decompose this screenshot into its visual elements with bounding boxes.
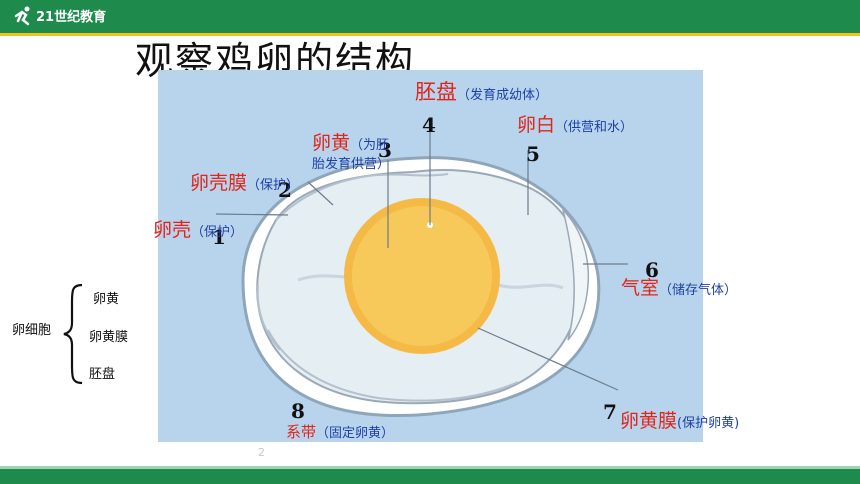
shell-name: 卵壳 xyxy=(153,219,192,241)
yolk-membrane-name: 卵黄膜 xyxy=(620,410,678,432)
brand-name: 21世纪教育 xyxy=(36,10,107,25)
label-albumen: 卵白（供营和水） xyxy=(517,110,633,137)
label-air-cell: 气室（储存气体） xyxy=(621,273,737,300)
shell-membrane-name: 卵壳膜 xyxy=(190,172,248,194)
shell-membrane-desc: （保护） xyxy=(247,178,300,193)
header-accent-line xyxy=(0,33,860,36)
curly-brace-icon xyxy=(63,283,83,385)
label-3-number: 3 xyxy=(378,138,392,162)
shell-desc: （保护） xyxy=(191,225,244,240)
watermark: 世纪教育 xyxy=(700,388,789,413)
egg-cell-item-germinal-disc: 胚盘 xyxy=(89,367,116,382)
header-bar: 21世纪教育 xyxy=(0,0,860,33)
label-5-number: 5 xyxy=(526,142,540,166)
albumen-desc: （供营和水） xyxy=(555,120,634,135)
germinal-disc-desc: （发育成幼体） xyxy=(457,88,549,103)
label-yolk: 卵黄（为胚 xyxy=(312,128,389,155)
label-germinal-disc: 胚盘（发育成幼体） xyxy=(415,76,548,106)
yolk-desc-2: 胎发育供营） xyxy=(312,157,391,172)
egg-cell-item-yolk-membrane: 卵黄膜 xyxy=(89,330,129,345)
air-cell-desc: （储存气体） xyxy=(659,283,738,298)
label-shell-membrane: 卵壳膜（保护） xyxy=(190,168,299,195)
label-shell: 卵壳（保护） xyxy=(153,215,243,242)
egg-diagram xyxy=(158,70,703,442)
page-number: 2 xyxy=(258,446,265,459)
label-chalaza: 系带（固定卵黄） xyxy=(286,421,394,442)
label-2-number: 2 xyxy=(278,178,292,202)
chalaza-name: 系带 xyxy=(286,423,317,441)
egg-cell-item-yolk: 卵黄 xyxy=(93,292,120,307)
footer-stripe xyxy=(0,466,860,469)
air-cell-name: 气室 xyxy=(621,277,660,299)
germinal-disc-name: 胚盘 xyxy=(415,80,457,104)
egg-illustration xyxy=(215,132,628,418)
label-8-number: 8 xyxy=(291,399,305,423)
label-4-number: 4 xyxy=(422,113,436,137)
yolk-desc-1: （为胚 xyxy=(350,138,390,153)
label-yolk-membrane: 卵黄膜(保护卵黄) xyxy=(620,406,739,433)
footer-bar xyxy=(0,466,860,484)
egg-cell-title: 卵细胞 xyxy=(12,323,52,338)
label-6-number: 6 xyxy=(645,258,659,282)
label-7-number: 7 xyxy=(603,400,617,424)
brand-logo: 21世纪教育 xyxy=(12,4,122,28)
yolk-membrane-desc: (保护卵黄) xyxy=(677,416,740,431)
label-1-number: 1 xyxy=(212,225,226,249)
chalaza-desc: （固定卵黄） xyxy=(316,426,395,441)
runner-logo-icon xyxy=(14,6,30,26)
albumen-name: 卵白 xyxy=(517,114,556,136)
yolk-name: 卵黄 xyxy=(312,132,351,154)
